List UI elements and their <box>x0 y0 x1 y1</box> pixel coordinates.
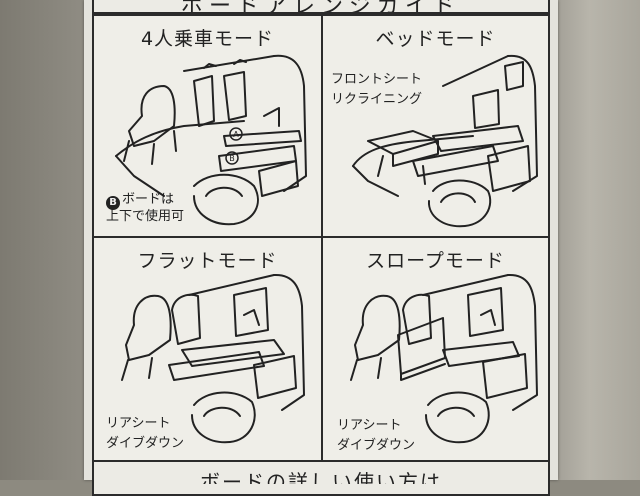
callout-b-label: B <box>229 154 235 163</box>
panel-slope-mode: スロープモード リアシート ダイブダウン <box>321 236 550 462</box>
illustration-slope <box>350 273 538 444</box>
background-left <box>0 0 92 480</box>
panel-flat-mode: フラットモード リアシート ダイブダウン <box>92 236 323 462</box>
panel-title: スロープモード <box>366 250 505 272</box>
panel-label-dive-down: ダイブダウン <box>337 438 416 453</box>
illustration-bed <box>352 54 538 228</box>
illustration-four-seat: A B <box>115 54 307 226</box>
panel-bed-mode: ベッドモード フロントシート リクライニング <box>321 14 550 238</box>
panel-label-rear-seat: リアシート <box>337 418 402 433</box>
header-strip: ボードアレンジガイド <box>92 0 550 14</box>
callout-a-label: A <box>233 130 239 139</box>
panel-label-dive-down: ダイブダウン <box>106 436 185 451</box>
footer-text: ボードの詳しい使い方は <box>200 470 442 484</box>
footer-strip: ボードの詳しい使い方は <box>92 460 550 484</box>
b-marker-icon: B <box>106 196 120 210</box>
panel-title: 4人乗車モード <box>140 28 275 50</box>
panel-label-reclining: リクライニング <box>331 92 423 107</box>
panel-title: フラットモード <box>137 250 278 272</box>
panel-title: ベッドモード <box>375 28 496 50</box>
background-right <box>556 0 640 480</box>
panel-label-usage: 上下で使用可 <box>106 209 185 224</box>
illustration-flat <box>121 273 305 444</box>
guide-title: ボードアレンジガイド <box>180 0 461 14</box>
panel-label-rear-seat: リアシート <box>106 416 171 431</box>
panel-label-front-seat: フロントシート <box>331 72 423 87</box>
